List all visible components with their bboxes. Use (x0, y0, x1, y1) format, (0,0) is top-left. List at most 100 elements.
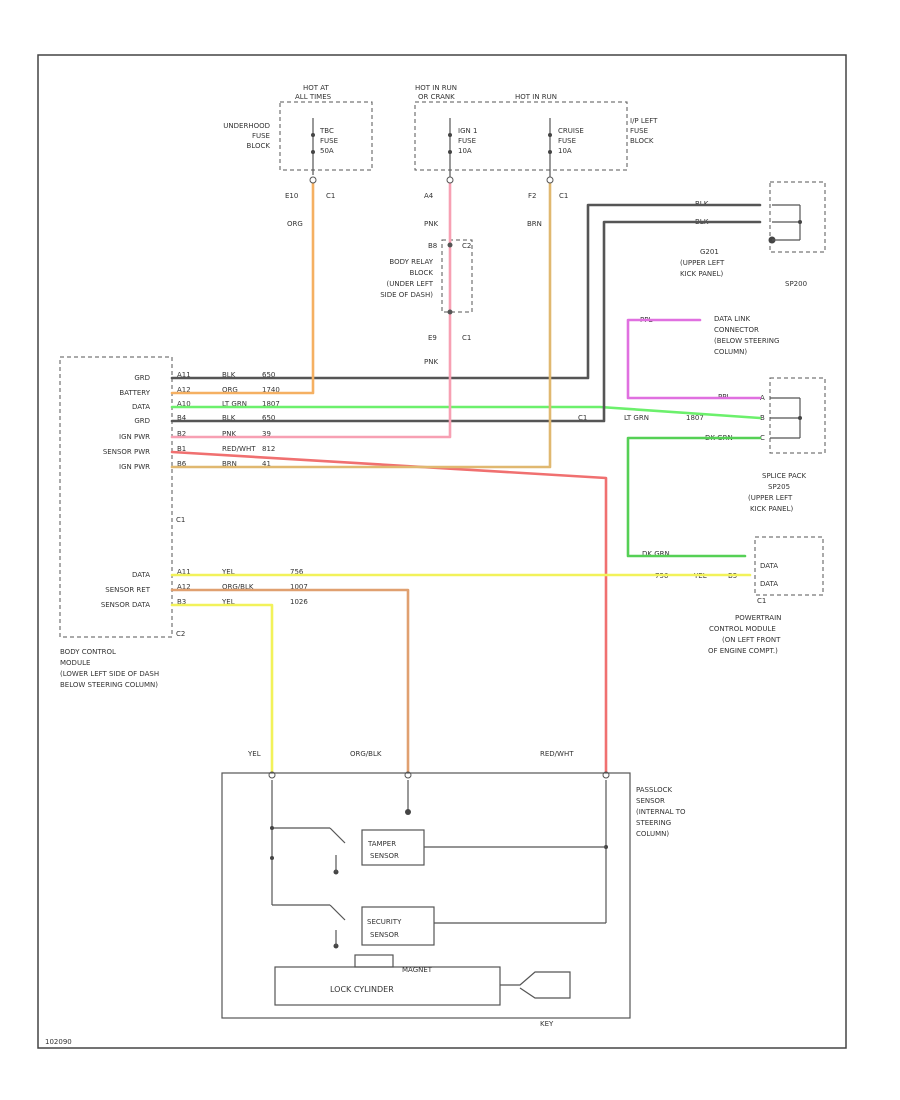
bcm-row-color: BLK (222, 371, 236, 379)
diagram-border (37, 54, 847, 1049)
bcm-row-circuit: 756 (290, 568, 304, 576)
wire-label-orgblk-sensor: ORG/BLK (350, 750, 382, 758)
bcm-row-color: YEL (221, 568, 235, 576)
connector-e10-label: E10 (285, 192, 298, 200)
pcm-data-2: DATA (760, 580, 778, 588)
g201-ground (768, 181, 826, 253)
wire-label-org: ORG (287, 220, 303, 228)
bcm-row-color: BLK (222, 414, 236, 422)
bcm-row-circuit: 1740 (262, 386, 280, 394)
connector-c1-label: C1 (326, 192, 335, 200)
wire-label-pnk-lower: PNK (424, 358, 438, 366)
bcm-pin-name: GRD (134, 417, 150, 425)
bcm-pin-name: IGN PWR (119, 433, 150, 441)
wire-label-pnk: PNK (424, 220, 438, 228)
relay-pin-c2: C2 (462, 242, 471, 250)
relay-pin-c1: C1 (462, 334, 471, 342)
connector-terminal (309, 176, 317, 184)
connector-a4-label: A4 (424, 192, 434, 200)
key-label: KEY (540, 1020, 554, 1028)
bcm-row-pin: A12 (177, 583, 191, 591)
lt-grn-right-label: LT GRN (624, 414, 649, 422)
splice-pin-b: B (760, 414, 765, 422)
bcm-pin-name: GRD (134, 374, 150, 382)
bcm-row-color: ORG/BLK (222, 583, 254, 591)
footer-code: 102090 (45, 1038, 72, 1046)
bcm-pin-name: DATA (132, 403, 150, 411)
wire-brn-ign (170, 178, 552, 469)
bcm-row-circuit: 39 (262, 430, 271, 438)
wire-blk-ground-1 (170, 203, 762, 380)
bcm-row-circuit: 1007 (290, 583, 308, 591)
wires (170, 176, 762, 779)
bcm-pin-name: DATA (132, 571, 150, 579)
bcm-box (59, 356, 173, 638)
relay-pin-b8: B8 (428, 242, 437, 250)
bcm-row-circuit: 41 (262, 460, 271, 468)
wire-orgblk-sensor-ret (170, 588, 410, 777)
bcm-pin-name: SENSOR DATA (101, 601, 150, 609)
connector-f2-label: F2 (528, 192, 536, 200)
underhood-fuse-block (279, 101, 373, 175)
connector-terminal (446, 176, 454, 184)
wire-label-brn: BRN (527, 220, 542, 228)
splice-c1-label: C1 (578, 414, 587, 422)
ip-left-fuse-block (414, 101, 628, 180)
bcm-row-color: BRN (222, 460, 237, 468)
bcm-row-pin: A11 (177, 371, 191, 379)
wire-label-redwht-sensor: RED/WHT (540, 750, 574, 758)
circ-1807-right-label: 1807 (686, 414, 704, 422)
wire-redwht-sensor-pwr (170, 450, 608, 777)
bcm-pin-name: SENSOR PWR (103, 448, 150, 456)
wire-ppl-dlc (626, 318, 762, 400)
splice-pin-a: A (760, 394, 765, 402)
bcm-row-color: ORG (222, 386, 238, 394)
bcm-row-pin: B1 (177, 445, 186, 453)
magnet-label: MAGNET (402, 966, 433, 974)
bcm-row-color: YEL (221, 598, 235, 606)
passlock-sensor-box (221, 772, 631, 1019)
hot-in-run-label: HOT IN RUN (515, 93, 557, 101)
bcm-row-pin: A11 (177, 568, 191, 576)
bcm-pin-names: GRD BATTERY DATA GRD IGN PWR SENSOR PWR IGN PW… (101, 374, 151, 609)
bcm-row-color: LT GRN (222, 400, 247, 408)
connector-c1b-label: C1 (559, 192, 568, 200)
bcm-c2-label: C2 (176, 630, 185, 638)
wire-label-yel-sensor: YEL (247, 750, 261, 758)
bcm-row-pin: B3 (177, 598, 186, 606)
wire-yel-sensor-data (170, 603, 274, 777)
splice-pin-c: C (760, 434, 765, 442)
bcm-row-color: RED/WHT (222, 445, 256, 453)
wire-org-battery (170, 178, 315, 395)
connector-terminal (546, 176, 554, 184)
bcm-pin-name: IGN PWR (119, 463, 150, 471)
bcm-row-pin: B4 (177, 414, 187, 422)
relay-terminal (447, 309, 453, 315)
wire-blk-ground-2 (170, 220, 762, 423)
bcm-pin-name: BATTERY (119, 389, 150, 397)
bcm-row-pin: A12 (177, 386, 191, 394)
bcm-row-circuit: 1807 (262, 400, 280, 408)
relay-terminal (447, 242, 453, 248)
bcm-row-circuit: 650 (262, 371, 275, 379)
bcm-row-pin: B2 (177, 430, 186, 438)
wire-pnk-ign (170, 178, 452, 439)
pcm-c1-label: C1 (757, 597, 766, 605)
lock-cylinder-label: LOCK CYLINDER (330, 985, 394, 994)
bcm-row-pin: B6 (177, 460, 187, 468)
bcm-row-color: PNK (222, 430, 236, 438)
